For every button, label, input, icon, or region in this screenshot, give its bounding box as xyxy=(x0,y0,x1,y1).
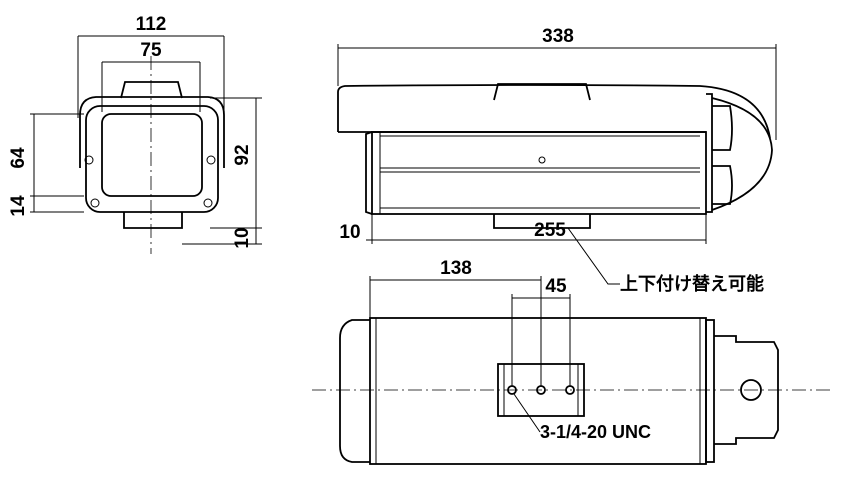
thread-note: 3-1/4-20 UNC xyxy=(540,422,651,442)
side-sunshield xyxy=(337,84,771,139)
front-screw-icon xyxy=(90,198,100,208)
side-body xyxy=(371,131,707,215)
bottom-rear-housing xyxy=(714,335,779,445)
bottom-rear-plate xyxy=(705,319,715,463)
front-window xyxy=(101,113,203,197)
front-base-height-dim: 10 xyxy=(232,227,253,248)
side-front-plate xyxy=(365,131,373,215)
side-length-dim: 338 xyxy=(542,26,574,47)
mount-note-leader xyxy=(567,227,620,285)
side-view: 338 10 255 上下付け替え可能 xyxy=(337,26,777,294)
side-mount-offset-dim: 255 xyxy=(534,220,566,241)
bottom-hole-spacing-dim: 45 xyxy=(545,276,567,297)
front-top-bump xyxy=(120,81,183,99)
front-screw-icon xyxy=(84,155,94,165)
bottom-mount-position-dim: 138 xyxy=(440,258,472,279)
front-height-dim: 92 xyxy=(232,144,253,165)
side-rear-bracket xyxy=(711,97,773,211)
side-bottom-offset-dim: 10 xyxy=(339,222,360,243)
side-rear-cable-gland xyxy=(712,105,733,205)
front-screw-icon xyxy=(206,155,216,165)
front-width-dim: 112 xyxy=(136,14,167,35)
front-body xyxy=(85,105,219,213)
front-screw-icon xyxy=(203,198,213,208)
side-rear-cap xyxy=(706,93,713,213)
bottom-view: 138 45 3-1/4-20 UNC xyxy=(312,258,830,465)
side-screw-icon xyxy=(538,156,546,164)
bottom-cable-hole-icon xyxy=(740,379,762,401)
side-top-bump xyxy=(493,83,591,101)
bottom-front-shield xyxy=(339,319,370,463)
front-inner-width-dim: 75 xyxy=(140,40,162,61)
front-lower-height-dim: 14 xyxy=(8,195,29,217)
front-mount-block xyxy=(123,212,183,229)
thread-note-leader xyxy=(513,393,541,433)
side-mount-block xyxy=(493,214,591,229)
mount-note: 上下付け替え可能 xyxy=(620,273,764,294)
front-upper-height-dim: 64 xyxy=(8,147,29,169)
front-view: 112 75 92 10 64 14 xyxy=(8,14,262,254)
front-sunshield xyxy=(79,96,225,168)
